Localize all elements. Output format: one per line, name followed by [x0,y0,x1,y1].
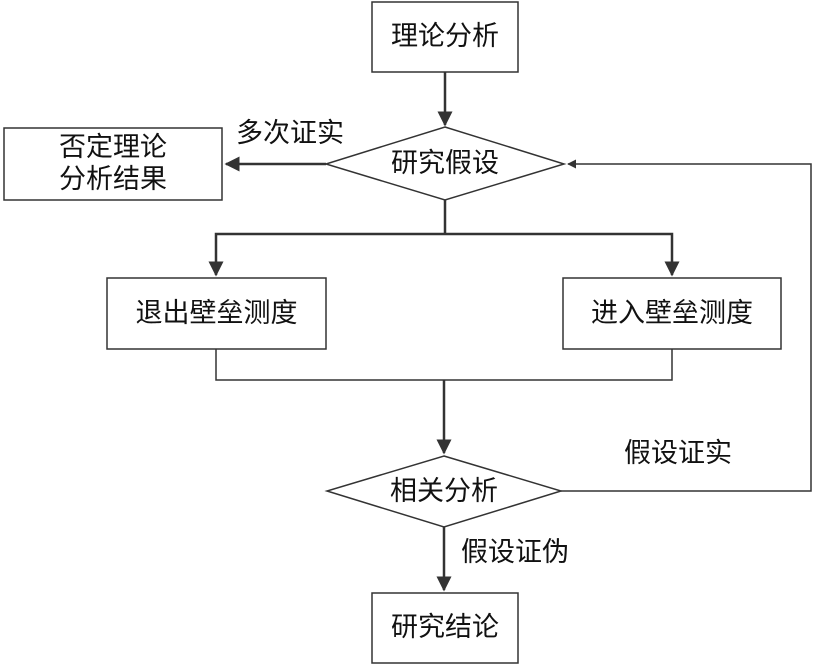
entry-barrier-label: 进入壁垒测度 [591,297,753,329]
arrow-to-exit-measure [208,232,445,277]
merge-line [215,349,673,381]
negate-result-label: 否定理论 分析结果 [4,128,222,200]
theory-analysis-label: 理论分析 [391,21,499,52]
edge-label-repeated-confirmed: 多次证实 [236,118,344,149]
feedback-loop-line [561,159,812,492]
edge-label-hypothesis-falsified: 假设证伪 [461,537,569,568]
hypothesis-label: 研究假设 [391,147,499,179]
negate-line-2: 分析结果 [59,164,167,195]
arrow-to-entry-measure [445,232,680,277]
research-conclusion-label: 研究结论 [391,612,499,643]
exit-barrier-label: 退出壁垒测度 [135,297,298,329]
negate-result-box [3,127,223,201]
correlation-label: 相关分析 [390,475,498,507]
edge-label-hypothesis-confirmed: 假设证实 [624,438,732,469]
research-conclusion-box [371,592,519,664]
negate-line-1: 否定理论 [59,132,167,163]
